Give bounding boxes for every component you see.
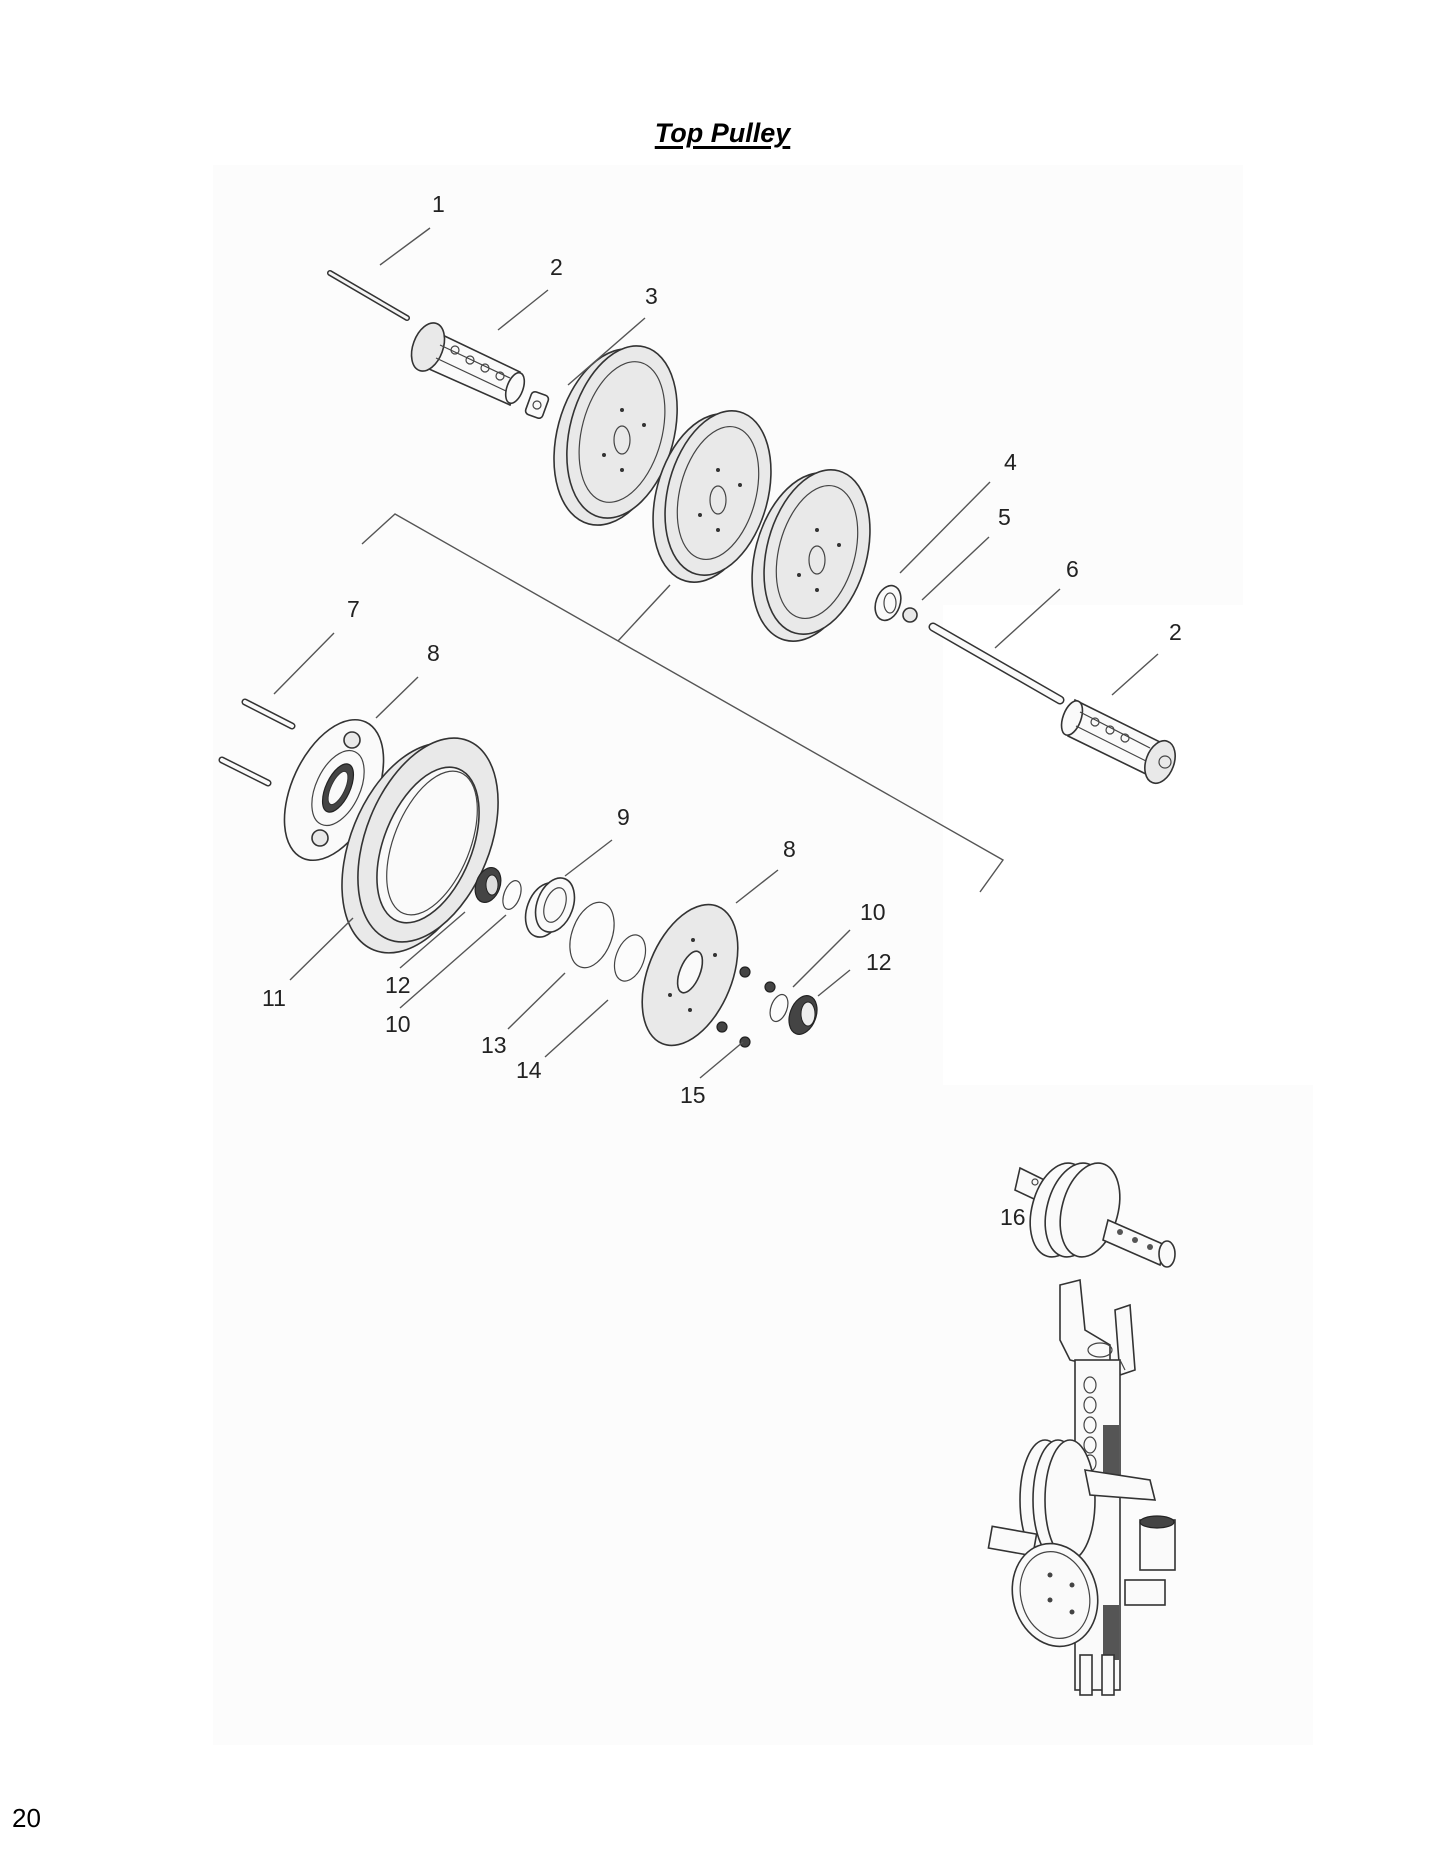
callout-4: 4 [1004, 449, 1017, 475]
callout-6: 6 [1066, 556, 1079, 582]
callout-10b: 10 [385, 1011, 411, 1037]
part-4-bearing [874, 584, 902, 622]
callout-13: 13 [481, 1032, 507, 1058]
callout-12b: 12 [385, 972, 411, 998]
callout-16: 16 [1000, 1204, 1026, 1230]
part-9-bearing [524, 877, 576, 938]
part-11-pulley-wheel [341, 737, 499, 954]
part-7-bolts [218, 698, 296, 787]
pulley-1 [553, 345, 678, 526]
page-title: Top Pulley [654, 118, 791, 148]
leader-lines [273, 227, 1159, 1079]
callout-7: 7 [347, 596, 360, 622]
callout-11: 11 [262, 985, 286, 1011]
part-2-shaft-right [1060, 698, 1176, 785]
pulley-2 [652, 410, 772, 583]
callout-9: 9 [617, 804, 630, 830]
assembly-bracket [361, 513, 1005, 893]
part-1-pin [327, 270, 410, 321]
pulley-3 [751, 469, 871, 642]
callout-8a: 8 [427, 640, 440, 666]
part-16-pulley-assembly [1014, 1162, 1176, 1268]
callout-5: 5 [998, 504, 1011, 530]
part-15-nuts [716, 966, 776, 1048]
callout-8b: 8 [783, 836, 796, 862]
part-10-oring-right [769, 993, 789, 1023]
part-14-ring [613, 934, 647, 982]
part-10-oring-left [502, 880, 522, 910]
part-13-ring [569, 901, 615, 969]
part-8-side-plate-right [641, 903, 739, 1047]
callout-10a: 10 [860, 899, 886, 925]
callout-3: 3 [645, 283, 658, 309]
callout-2b: 2 [1169, 619, 1182, 645]
callout-14: 14 [516, 1057, 542, 1083]
full-unit-illustration [987, 1278, 1176, 1696]
part-6-rod [928, 622, 1065, 705]
diagram-background-bottom [213, 1085, 1313, 1745]
callout-2a: 2 [550, 254, 563, 280]
part-2-shaft-left [410, 322, 526, 407]
callout-1: 1 [432, 191, 445, 217]
callout-labels: 1 2 3 4 5 6 2 7 8 9 8 10 12 11 12 10 13 … [262, 191, 1182, 1230]
callout-12a: 12 [866, 949, 892, 975]
part-3-nut [524, 390, 550, 420]
part-12-seal-right [788, 995, 818, 1035]
callout-15: 15 [680, 1082, 706, 1108]
part-12-seal-left [474, 866, 502, 904]
part-5-nut [902, 607, 918, 623]
page-number: 20 [12, 1803, 41, 1833]
